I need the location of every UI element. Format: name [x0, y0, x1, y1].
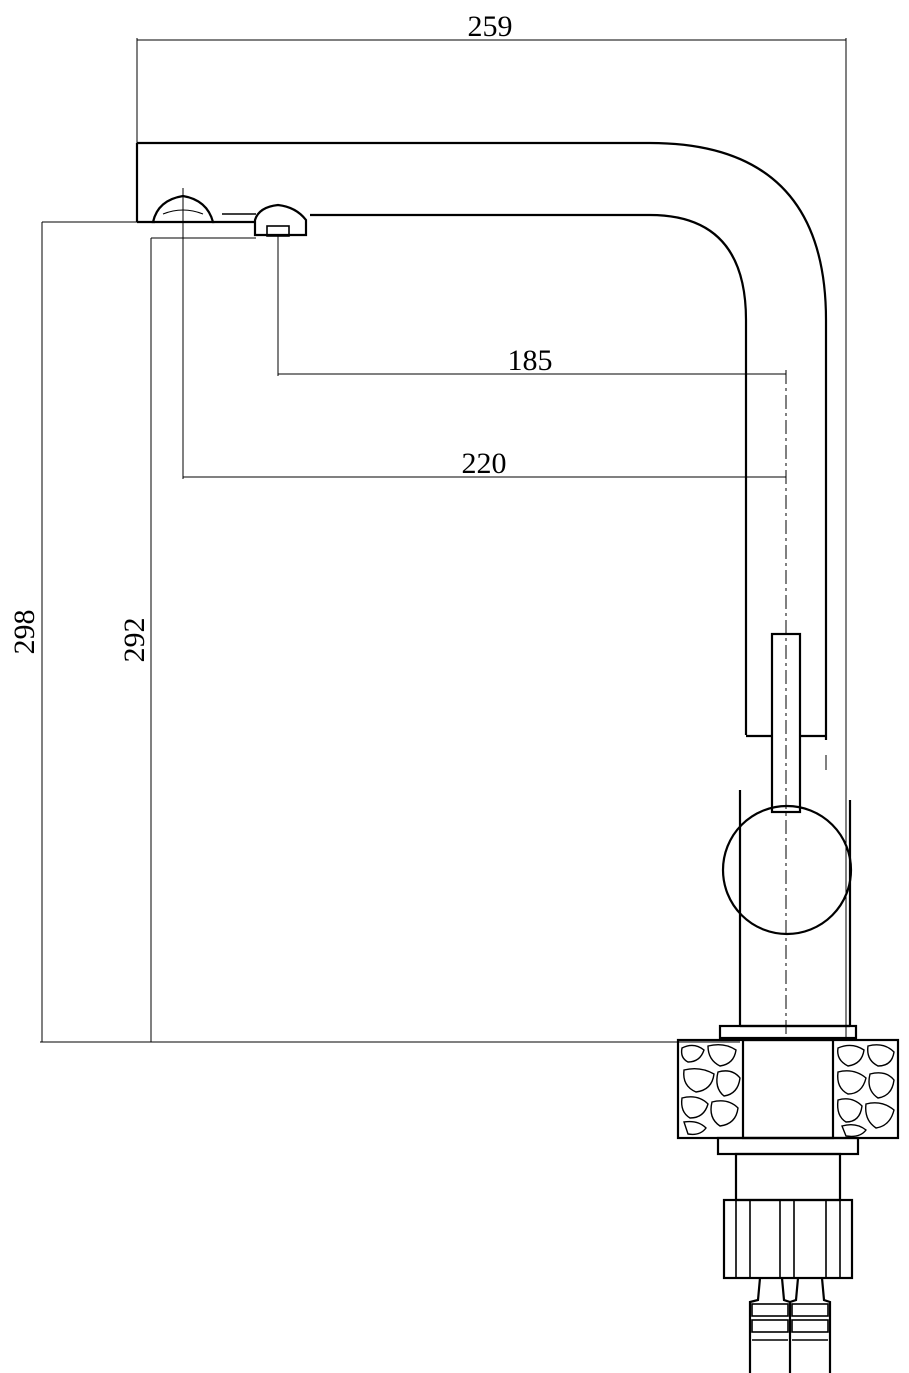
- label-height-292: 292: [118, 618, 151, 663]
- outlet-aerator-main: [151, 194, 215, 224]
- countertop-section: [676, 1038, 900, 1140]
- mounting-assembly: [716, 1136, 860, 1280]
- dimension-overall-width: 259: [136, 10, 847, 1040]
- faucet-body: [718, 370, 858, 1045]
- outlet-aerator-filter: [253, 203, 308, 237]
- supply-hoses: [748, 1277, 832, 1373]
- label-overall-width: 259: [468, 10, 513, 43]
- faucet-spout: [135, 141, 828, 740]
- dimension-reach-185: 185: [277, 236, 786, 377]
- dimension-height-292: 292: [118, 237, 256, 1042]
- dimension-height-298: 298: [8, 221, 740, 1043]
- label-reach-185: 185: [508, 344, 553, 377]
- label-reach-220: 220: [462, 447, 507, 480]
- dimension-reach-220: 220: [182, 188, 786, 480]
- label-height-298: 298: [8, 610, 41, 655]
